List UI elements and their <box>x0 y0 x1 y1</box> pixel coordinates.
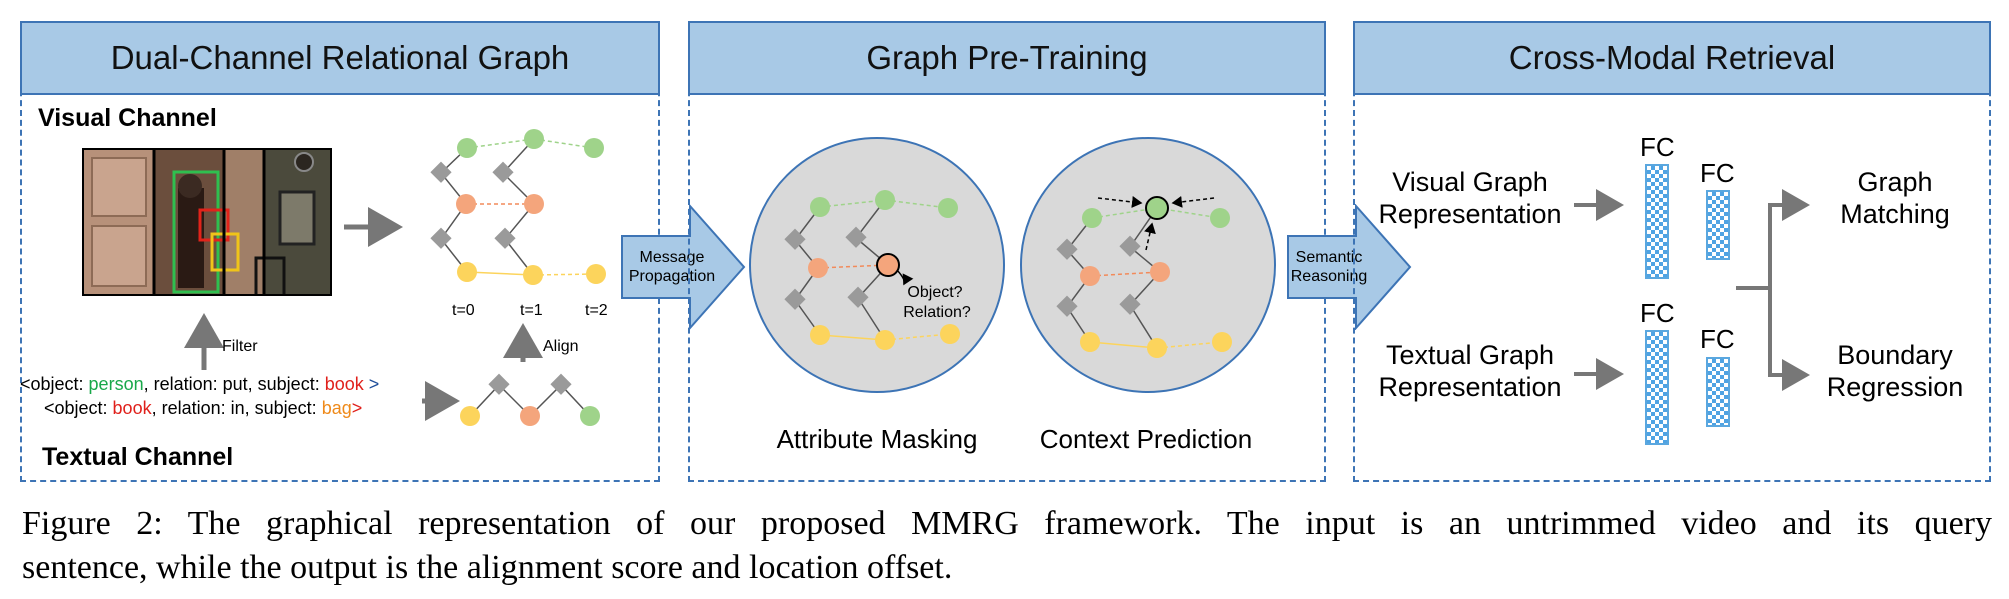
triplet-1: <object: person, relation: put, subject:… <box>20 374 380 394</box>
visual-channel-label: Visual Channel <box>38 104 217 132</box>
graph-node <box>456 194 476 214</box>
t2-label: t=2 <box>585 302 608 319</box>
textual-channel-label: Textual Channel <box>42 443 234 471</box>
graph-pretraining-panel: Graph Pre-Training <box>688 21 1326 482</box>
context-prediction-label: Context Prediction <box>1039 424 1253 454</box>
graph-node <box>1080 332 1100 352</box>
context-prediction-circle <box>1020 137 1276 393</box>
visual-graph-representation: Visual Graph Representation <box>1378 167 1562 229</box>
dual-channel-title: Dual-Channel Relational Graph <box>20 21 660 95</box>
textual-graph-representation: Textual Graph Representation <box>1378 340 1562 402</box>
cross-modal-panel: Cross-Modal Retrieval <box>1353 21 1991 482</box>
graph-node <box>524 129 544 149</box>
fc-label: FC <box>1640 132 1675 162</box>
fc-label: FC <box>1700 158 1735 188</box>
textual-graph-nodes <box>460 373 600 426</box>
graph-matching-label: Graph Matching <box>1840 167 1950 229</box>
figure-caption: Figure 2: The graphical representation o… <box>22 502 1992 590</box>
filter-label: Filter <box>222 338 258 355</box>
graph-node <box>875 190 895 210</box>
fc-layer-visual-2 <box>1706 190 1730 260</box>
relation-node <box>784 288 806 310</box>
attribute-masking-label: Attribute Masking <box>776 424 978 454</box>
graph-node <box>1212 332 1232 352</box>
graph-node <box>1082 208 1102 228</box>
triplet-2: <object: book, relation: in, subject: ba… <box>44 398 363 418</box>
graph-node <box>584 138 604 158</box>
relation-node <box>550 373 572 395</box>
t0-label: t=0 <box>452 302 475 319</box>
graph-pretraining-title: Graph Pre-Training <box>688 21 1326 95</box>
graph-node <box>523 265 543 285</box>
graph-node <box>580 406 600 426</box>
t1-label: t=1 <box>520 302 543 319</box>
fc-label: FC <box>1640 298 1675 328</box>
cross-modal-title: Cross-Modal Retrieval <box>1353 21 1991 95</box>
graph-node <box>810 325 830 345</box>
graph-node <box>457 138 477 158</box>
caption-line-1: Figure 2: The graphical representation o… <box>22 505 1992 542</box>
fc-layer-visual-1 <box>1645 164 1669 279</box>
graph-node <box>1147 338 1167 358</box>
boundary-regression-label: Boundary Regression <box>1826 340 1964 402</box>
graph-node <box>810 197 830 217</box>
relation-question: Relation? <box>903 304 971 321</box>
graph-node <box>524 194 544 214</box>
relation-node <box>488 373 510 395</box>
fc-layer-textual-2 <box>1706 357 1730 427</box>
masked-node <box>876 253 900 277</box>
relation-node <box>845 226 867 248</box>
relation-node <box>847 286 869 308</box>
video-frame <box>82 148 332 296</box>
target-node <box>1145 196 1169 220</box>
object-question: Object? <box>907 284 963 301</box>
graph-node <box>875 330 895 350</box>
semantic-reasoning-arrow <box>1287 204 1412 330</box>
caption-line-2: sentence, while the output is the alignm… <box>22 549 953 586</box>
graph-node <box>1150 262 1170 282</box>
graph-node <box>940 324 960 344</box>
graph-node <box>938 198 958 218</box>
relation-node <box>784 228 806 250</box>
fc-label: FC <box>1700 324 1735 354</box>
graph-node <box>586 264 606 284</box>
graph-node <box>1210 208 1230 228</box>
graph-node <box>1080 266 1100 286</box>
message-propagation-arrow <box>621 204 746 330</box>
fc-layer-textual-1 <box>1645 330 1669 445</box>
semantic-reasoning-label: Semantic Reasoning <box>1290 249 1368 285</box>
graph-node <box>808 258 828 278</box>
align-label: Align <box>543 338 579 355</box>
graph-node <box>520 406 540 426</box>
graph-node <box>457 262 477 282</box>
graph-node <box>460 406 480 426</box>
dual-channel-panel: Dual-Channel Relational Graph <box>20 21 660 482</box>
